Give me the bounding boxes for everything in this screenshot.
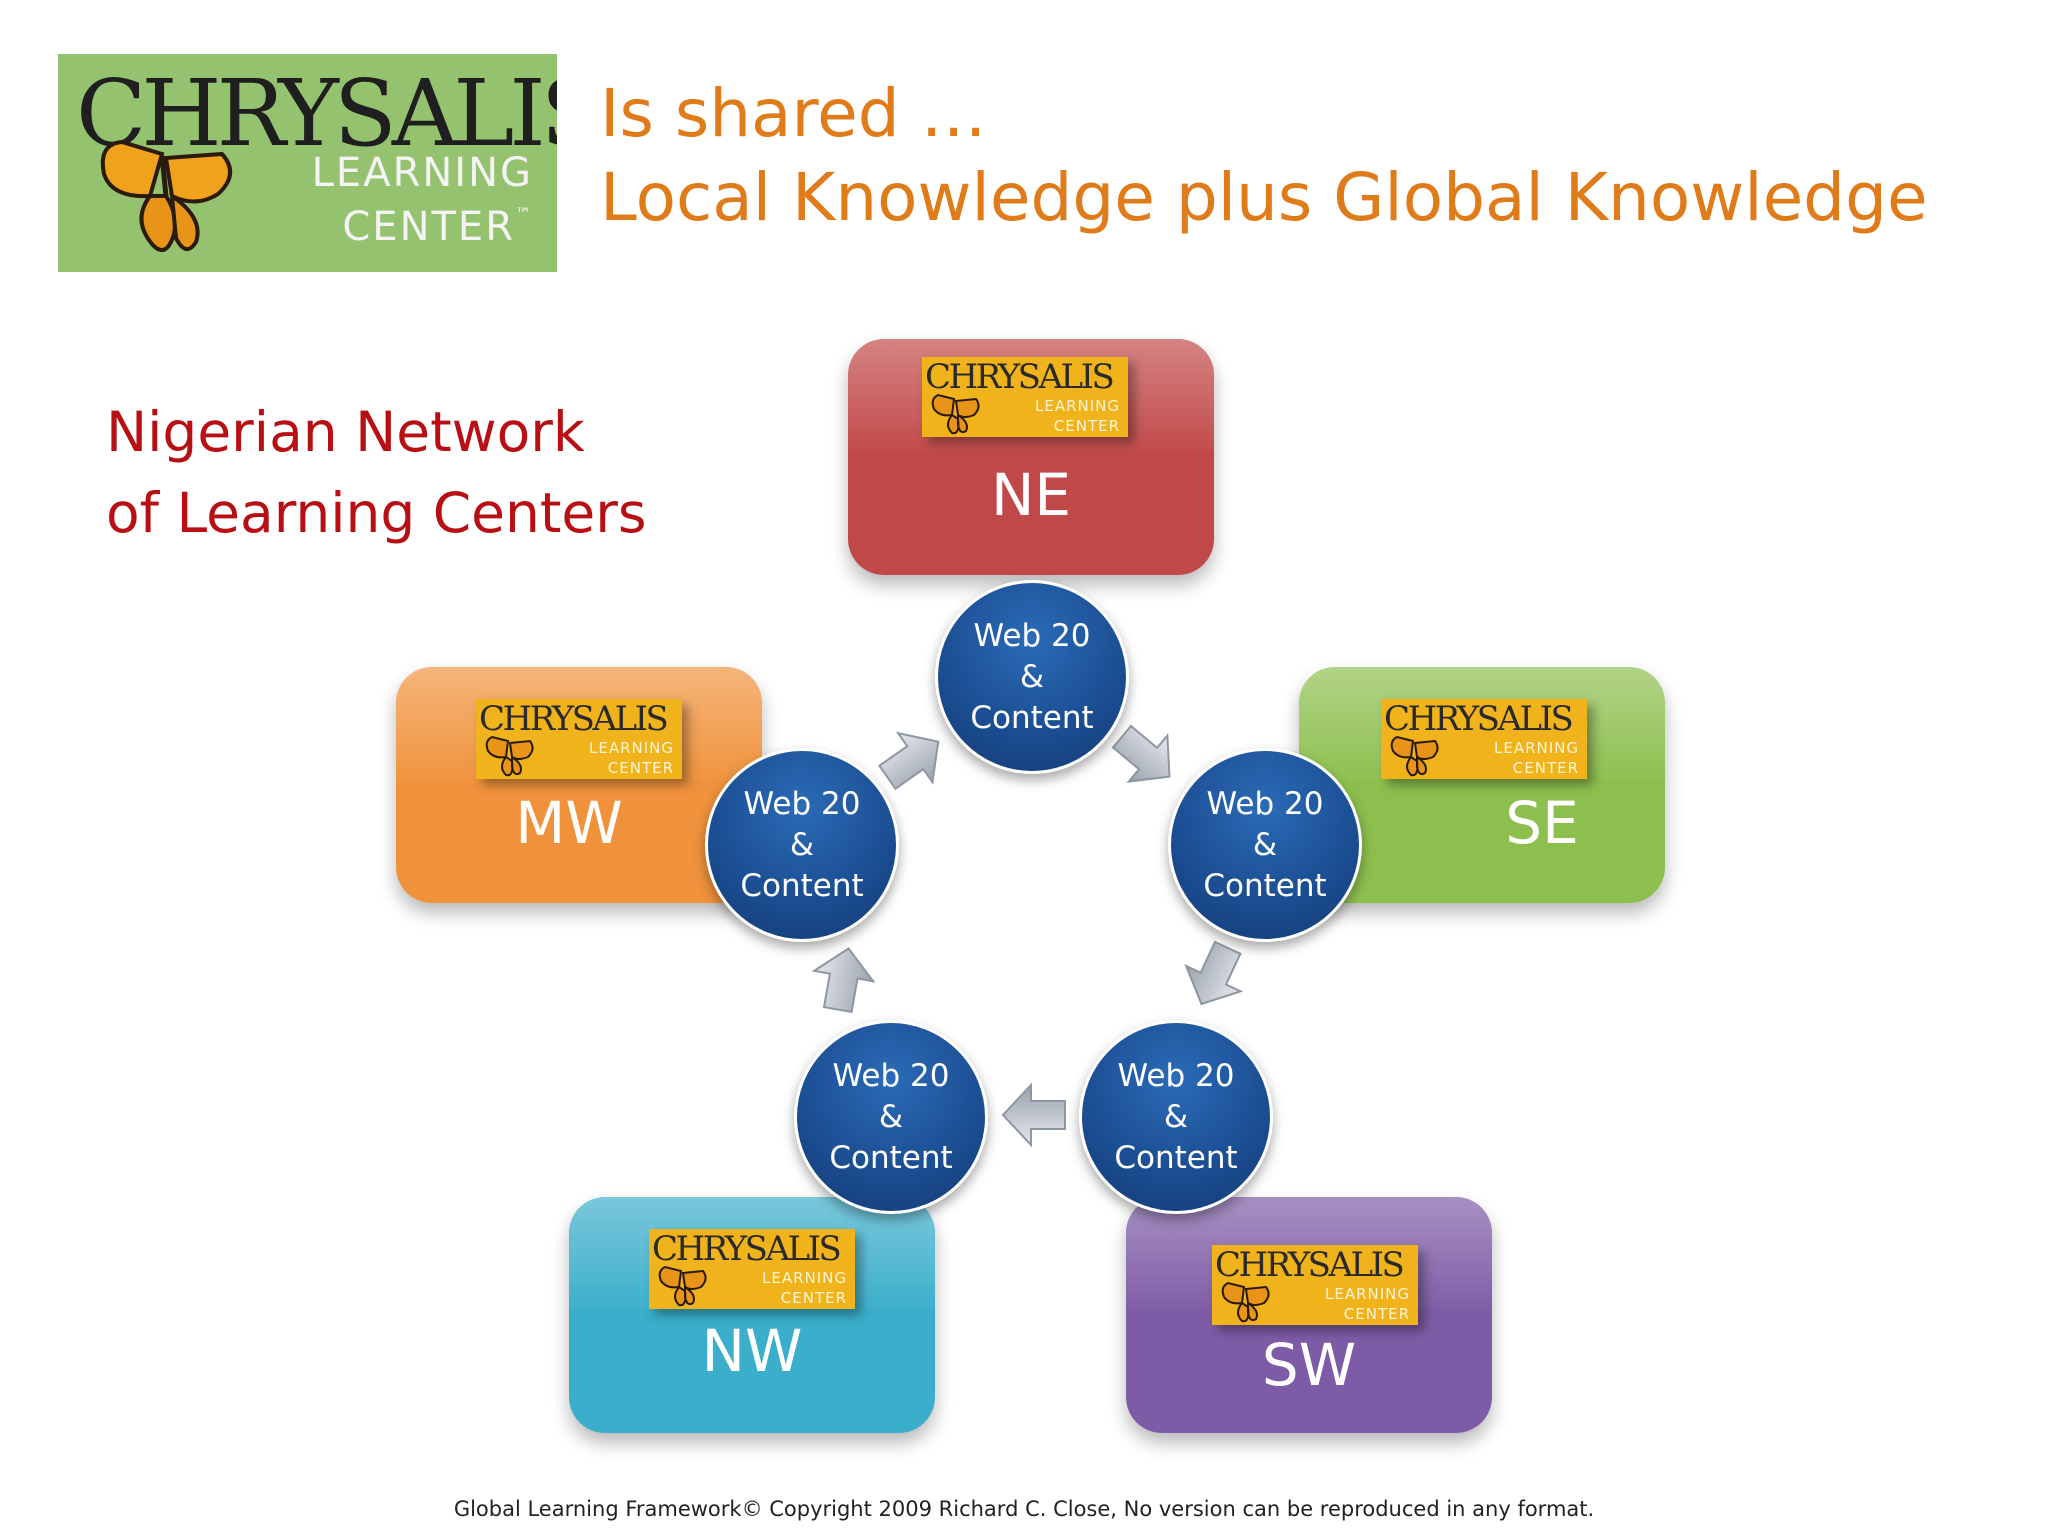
butterfly-icon xyxy=(658,1265,707,1307)
region-logo: CHRYSALIS LEARNING CENTER xyxy=(1212,1245,1418,1325)
region-label: SE xyxy=(1505,789,1579,857)
mini-logo-line-2: CENTER xyxy=(780,1289,847,1307)
node-line-2: & xyxy=(1252,826,1278,863)
node-line-3: Content xyxy=(829,1139,953,1176)
arrow-ne-to-se xyxy=(1101,712,1190,801)
region-logo: CHRYSALIS LEARNING CENTER xyxy=(922,357,1128,437)
node-line-2: & xyxy=(878,1098,904,1135)
mini-logo-line-1: LEARNING xyxy=(588,739,674,757)
trademark-mark: ™ xyxy=(515,204,533,223)
node-line-3: Content xyxy=(970,699,1094,736)
node-line-3: Content xyxy=(1203,867,1327,904)
node-line-1: Web 20 xyxy=(832,1057,950,1094)
region-logo: CHRYSALIS LEARNING CENTER xyxy=(649,1229,855,1309)
node-line-3: Content xyxy=(1114,1139,1238,1176)
node-line-1: Web 20 xyxy=(743,785,861,822)
mini-logo-line-1: LEARNING xyxy=(761,1269,847,1287)
region-label: NE xyxy=(990,461,1072,529)
butterfly-icon xyxy=(931,393,980,435)
region-label: SW xyxy=(1261,1331,1357,1399)
mini-logo-line-2: CENTER xyxy=(1343,1305,1410,1323)
content-node-nw: Web 20 & Content xyxy=(794,1020,988,1214)
mini-logo-name: CHRYSALIS xyxy=(1384,699,1574,739)
mini-logo-line-1: LEARNING xyxy=(1324,1285,1410,1303)
subtitle-line-2: of Learning Centers xyxy=(106,481,647,545)
mini-logo-line-2: CENTER xyxy=(607,759,674,777)
node-line-1: Web 20 xyxy=(1117,1057,1235,1094)
title-line-1: Is shared … xyxy=(600,75,987,152)
region-label: NW xyxy=(701,1317,803,1385)
logo-name: CHRYSALIS xyxy=(76,60,557,167)
region-logo: CHRYSALIS LEARNING CENTER xyxy=(476,699,682,779)
slide-title: Is shared … Local Knowledge plus Global … xyxy=(600,72,1928,240)
mini-logo-line-1: LEARNING xyxy=(1034,397,1120,415)
mini-logo-line-1: LEARNING xyxy=(1493,739,1579,757)
node-line-2: & xyxy=(789,826,815,863)
region-logo: CHRYSALIS LEARNING CENTER xyxy=(1381,699,1587,779)
arrow-se-to-sw xyxy=(1173,934,1256,1018)
region-mw: CHRYSALIS LEARNING CENTER MW xyxy=(396,667,762,903)
node-line-2: & xyxy=(1019,658,1045,695)
butterfly-icon xyxy=(1390,735,1439,777)
arrow-sw-to-nw xyxy=(1002,1084,1066,1146)
node-line-3: Content xyxy=(740,867,864,904)
content-node-ne: Web 20 & Content xyxy=(935,580,1129,774)
logo-subline-1: LEARNING xyxy=(311,150,533,196)
arrow-mw-to-ne xyxy=(869,716,957,803)
title-line-2: Local Knowledge plus Global Knowledge xyxy=(600,159,1928,236)
logo-subline-2-text: CENTER xyxy=(342,204,515,250)
subtitle-line-1: Nigerian Network xyxy=(106,400,585,464)
content-node-mw: Web 20 & Content xyxy=(705,748,899,942)
arrow-nw-to-mw xyxy=(807,942,880,1016)
butterfly-icon xyxy=(485,735,534,777)
mini-logo-name: CHRYSALIS xyxy=(652,1229,842,1269)
mini-logo-name: CHRYSALIS xyxy=(1215,1245,1405,1285)
network-subtitle: Nigerian Network of Learning Centers xyxy=(106,392,647,554)
mini-logo-name: CHRYSALIS xyxy=(925,357,1115,397)
content-node-sw: Web 20 & Content xyxy=(1079,1020,1273,1214)
mini-logo-line-2: CENTER xyxy=(1512,759,1579,777)
node-line-1: Web 20 xyxy=(1206,785,1324,822)
chrysalis-logo: CHRYSALIS LEARNING CENTER™ xyxy=(58,54,557,272)
logo-subline-2: CENTER™ xyxy=(342,204,533,250)
butterfly-icon xyxy=(1221,1281,1270,1323)
copyright-footer: Global Learning Framework© Copyright 200… xyxy=(453,1497,1595,1521)
region-ne: CHRYSALIS LEARNING CENTER NE xyxy=(848,339,1214,575)
node-line-2: & xyxy=(1163,1098,1189,1135)
mini-logo-name: CHRYSALIS xyxy=(479,699,669,739)
region-sw: CHRYSALIS LEARNING CENTER SW xyxy=(1126,1197,1492,1433)
node-line-1: Web 20 xyxy=(973,617,1091,654)
mini-logo-line-2: CENTER xyxy=(1053,417,1120,435)
region-nw: CHRYSALIS LEARNING CENTER NW xyxy=(569,1197,935,1433)
butterfly-icon xyxy=(100,139,232,253)
region-label: MW xyxy=(515,789,623,857)
content-node-se: Web 20 & Content xyxy=(1168,748,1362,942)
